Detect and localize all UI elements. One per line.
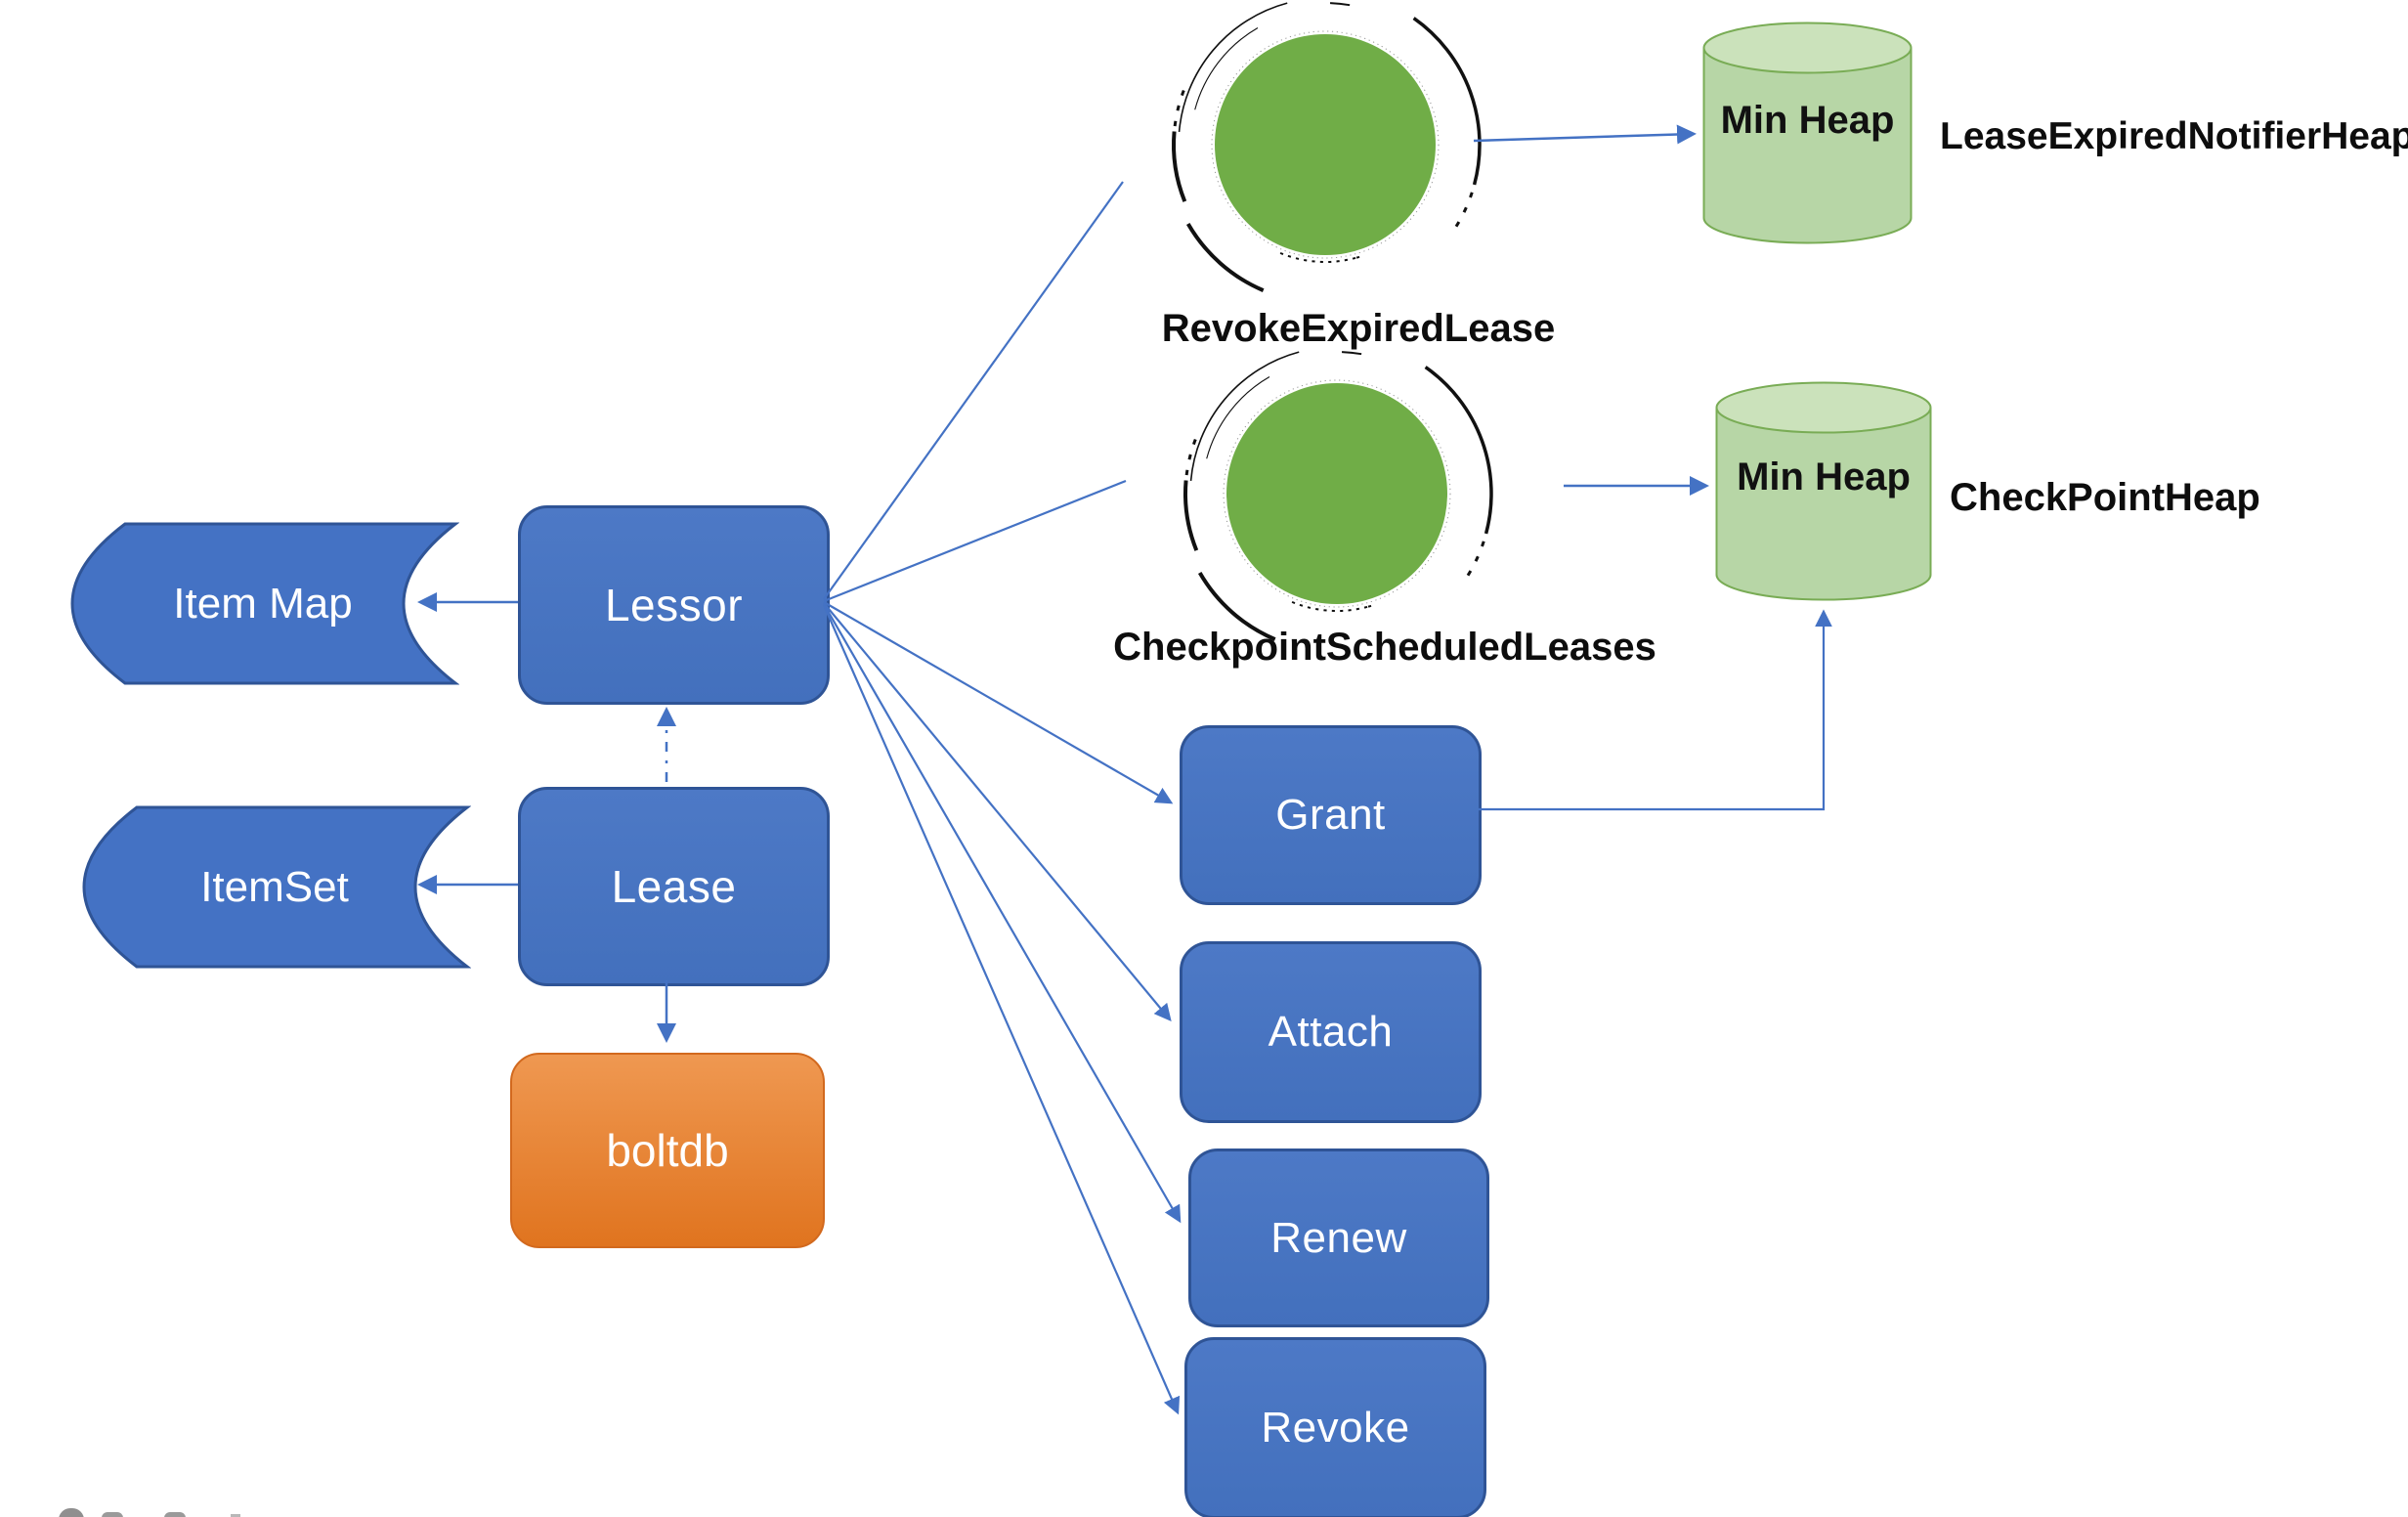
checkpoint-scheduled-leases-label: CheckpointScheduledLeases	[1113, 626, 1656, 669]
stored-data-shape	[82, 805, 471, 969]
arrow-revoke-loop-to-min-heap-1	[1473, 124, 1697, 145]
node-label: Renew	[1270, 1213, 1407, 1262]
revoke-expired-lease-label: RevokeExpiredLease	[1161, 307, 1556, 350]
min-heap-1-label: Min Heap	[1720, 99, 1895, 142]
node-attach: Attach	[1180, 941, 1482, 1123]
node-item-map: Item Map	[66, 520, 459, 687]
node-label: Attach	[1268, 1008, 1394, 1056]
node-label: ItemSet	[200, 863, 349, 911]
node-renew: Renew	[1188, 1149, 1489, 1327]
line-lessor-to-revoke-loop	[823, 181, 1124, 600]
node-label: Lease	[611, 861, 737, 912]
node-boltdb: boltdb	[510, 1053, 825, 1248]
line-lessor-to-checkpoint-loop	[823, 479, 1127, 603]
node-lease: Lease	[518, 787, 830, 986]
node-revoke: Revoke	[1184, 1337, 1486, 1517]
min-heap-2-label: Min Heap	[1737, 455, 1911, 498]
node-label: boltdb	[606, 1125, 729, 1176]
min-heap-1-cylinder-icon	[1702, 22, 1913, 244]
node-label: Revoke	[1261, 1404, 1410, 1452]
node-label: Grant	[1275, 791, 1386, 839]
revoke-loop-icon	[1149, 0, 1501, 321]
stored-data-shape	[70, 522, 459, 685]
node-label: Item Map	[173, 580, 353, 628]
node-label: Lessor	[604, 580, 744, 630]
arrow-lessor-to-revoke	[822, 604, 1181, 1415]
arrow-lessor-to-renew	[823, 603, 1182, 1224]
checkpoint-loop-icon	[1161, 318, 1513, 670]
node-lessor: Lessor	[518, 505, 830, 705]
lease-expired-notifier-heap-label: LeaseExpiredNotifierHeap	[1940, 115, 2408, 157]
node-grant: Grant	[1180, 725, 1482, 905]
check-point-heap-label: CheckPointHeap	[1950, 476, 2260, 519]
node-item-set: ItemSet	[78, 803, 471, 971]
min-heap-2-cylinder-icon	[1715, 381, 1932, 601]
